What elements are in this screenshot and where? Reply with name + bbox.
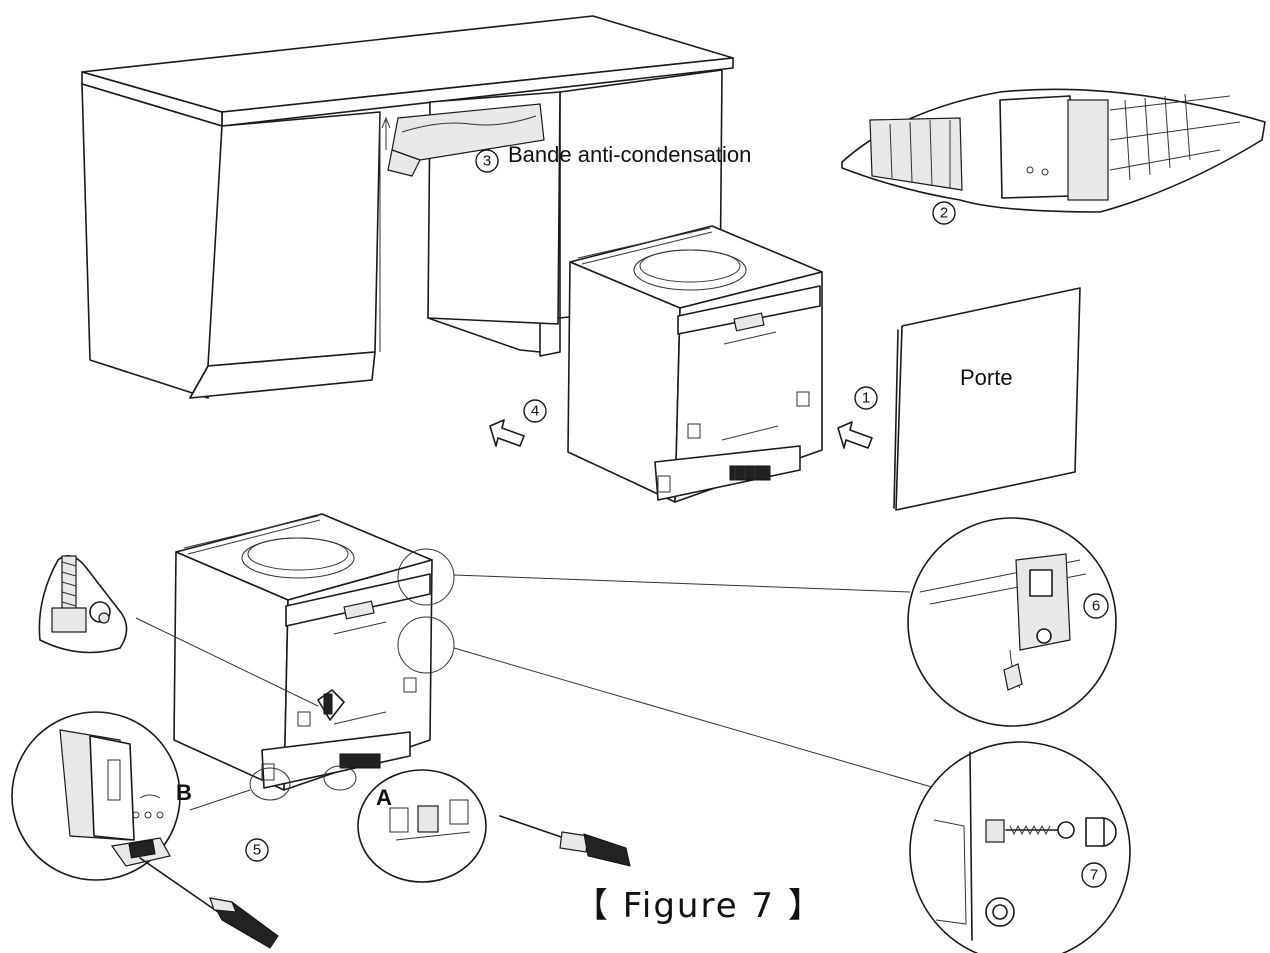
leveling-foot-detail [38, 554, 128, 654]
detail-a-label: A [376, 785, 392, 810]
dishwasher-top-detail [841, 88, 1266, 213]
step-4-number: 4 [531, 403, 539, 420]
step-2-number: 2 [940, 205, 948, 222]
detail-7 [909, 741, 1131, 953]
arrow-step-1 [837, 421, 873, 449]
leader-lines [135, 548, 943, 811]
step-2-marker [932, 201, 956, 225]
detail-b [11, 711, 279, 949]
step-4-marker [523, 399, 547, 423]
step-1-number: 1 [862, 390, 870, 407]
door-panel [893, 287, 1081, 511]
detail-6 [907, 517, 1117, 727]
step-7-number: 7 [1090, 867, 1098, 884]
dishwasher-upper [567, 225, 823, 503]
detail-a [357, 769, 631, 883]
step-3-number: 3 [483, 153, 491, 170]
step-6-number: 6 [1092, 598, 1100, 615]
step-5-marker [245, 838, 269, 862]
detail-b-label: B [176, 780, 192, 805]
step-5-number: 5 [253, 842, 261, 859]
dishwasher-lower [173, 513, 433, 791]
step-6-marker [1083, 593, 1109, 619]
step-1-marker [854, 386, 878, 410]
anti-condensation-label: Bande anti-condensation [508, 142, 751, 167]
step-7-marker [1081, 862, 1107, 888]
kitchen-cabinet [81, 15, 734, 399]
step-3-marker [475, 149, 499, 173]
door-label: Porte [960, 365, 1013, 390]
arrow-step-4 [489, 419, 525, 447]
figure-caption: 【 Figure 7 】 [574, 886, 824, 926]
